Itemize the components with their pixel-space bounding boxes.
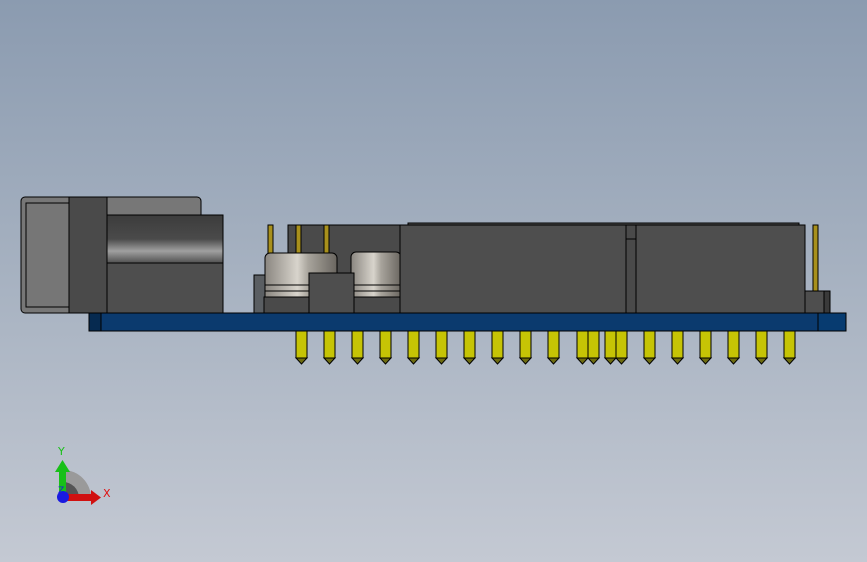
header-pin xyxy=(670,330,685,365)
header-pin xyxy=(782,330,797,365)
x-axis-arrow xyxy=(64,490,101,505)
x-axis-label: X xyxy=(103,487,111,500)
pcb-board xyxy=(88,312,847,332)
reference-triad[interactable]: Y X Z xyxy=(55,445,111,505)
header-pin xyxy=(350,330,365,365)
header-pin xyxy=(586,330,601,365)
header-pin xyxy=(614,330,629,365)
z-axis-dot xyxy=(57,491,69,503)
dc-barrel-jack xyxy=(20,196,224,314)
header-pin xyxy=(575,330,590,365)
header-pin xyxy=(698,330,713,365)
z-axis-label: Z xyxy=(58,486,64,496)
y-axis-label: Y xyxy=(57,445,65,458)
header-pin xyxy=(642,330,657,365)
header-pin xyxy=(603,330,618,365)
header-pin xyxy=(726,330,741,365)
capacitor-bodies xyxy=(253,224,402,314)
header-pins xyxy=(294,330,797,365)
header-pin xyxy=(378,330,393,365)
header-pin xyxy=(406,330,421,365)
header-pin xyxy=(462,330,477,365)
header-pin xyxy=(322,330,337,365)
header-pin xyxy=(294,330,309,365)
header-pin xyxy=(434,330,449,365)
header-pin xyxy=(546,330,561,365)
header-pin xyxy=(490,330,505,365)
y-axis-arrow xyxy=(55,460,70,498)
module-bodies xyxy=(399,222,831,314)
header-pin xyxy=(518,330,533,365)
header-pin xyxy=(754,330,769,365)
